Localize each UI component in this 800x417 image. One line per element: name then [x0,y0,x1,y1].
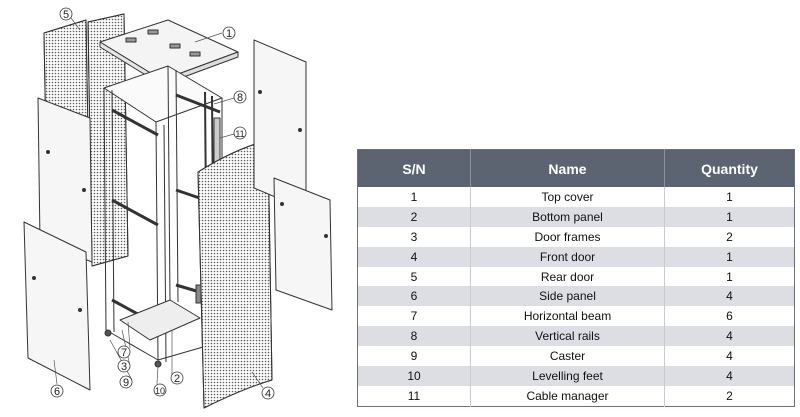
callout-4: 4 [261,386,275,400]
cell-quantity: 4 [664,366,795,386]
cell-sn: 11 [357,385,471,407]
cell-sn: 9 [357,346,471,367]
svg-text:8: 8 [237,92,243,104]
cell-sn: 1 [357,187,471,207]
cell-quantity: 4 [664,326,795,347]
cell-quantity: 1 [664,266,795,287]
side-panel-lower-left [23,221,91,391]
cell-name: Side panel [470,286,665,307]
callout-6: 6 [50,384,64,398]
cell-quantity: 1 [664,206,795,227]
cell-sn: 2 [357,206,471,227]
cell-name: Bottom panel [470,206,665,227]
cell-name: Cable manager [470,385,665,407]
cell-sn: 10 [357,366,471,386]
svg-text:3: 3 [121,361,127,373]
callout-8: 8 [233,90,247,104]
cell-sn: 6 [357,286,471,307]
cell-name: Vertical rails [470,326,665,347]
cell-name: Levelling feet [470,366,665,386]
cell-quantity: 2 [664,385,795,407]
cell-sn: 7 [357,306,471,327]
callout-2: 2 [170,371,184,385]
svg-text:5: 5 [63,9,69,21]
cell-name: Rear door [470,266,665,287]
cell-sn: 8 [357,326,471,347]
cell-quantity: 1 [664,187,795,207]
cell-name: Front door [470,246,665,267]
cell-quantity: 2 [664,226,795,247]
caster-part [104,329,112,337]
callout-7: 7 [117,345,131,359]
cell-quantity: 1 [664,246,795,267]
callout-1: 1 [222,26,236,40]
svg-text:6: 6 [54,386,60,398]
svg-text:9: 9 [123,377,129,389]
cell-name: Top cover [470,187,665,207]
svg-text:10: 10 [155,386,165,396]
svg-text:11: 11 [235,129,244,139]
callout-10: 10 [153,383,167,397]
cell-sn: 4 [357,246,471,267]
front-door-part [195,139,273,409]
cell-quantity: 4 [664,286,795,307]
table-header-row: S/N Name Quantity [357,149,795,187]
cell-name: Caster [470,346,665,367]
callout-11: 11 [233,126,247,140]
callout-9: 9 [119,375,133,389]
header-quantity: Quantity [664,149,795,187]
cell-name: Horizontal beam [470,306,665,327]
cell-quantity: 6 [664,306,795,327]
svg-text:1: 1 [226,28,232,40]
side-panel-upper-left [37,97,93,263]
cell-name: Door frames [470,226,665,247]
svg-text:7: 7 [121,347,127,359]
side-panel-lower-right [273,177,333,311]
exploded-cabinet-diagram: 1 2 3 4 5 6 7 8 9 10 11 [23,7,333,409]
header-name: Name [470,149,665,187]
svg-text:4: 4 [265,388,271,400]
header-sn: S/N [357,149,471,187]
cell-sn: 3 [357,226,471,247]
callout-5: 5 [59,7,73,21]
callout-3: 3 [117,359,131,373]
cell-quantity: 4 [664,346,795,367]
svg-text:2: 2 [174,373,180,385]
cell-sn: 5 [357,266,471,287]
